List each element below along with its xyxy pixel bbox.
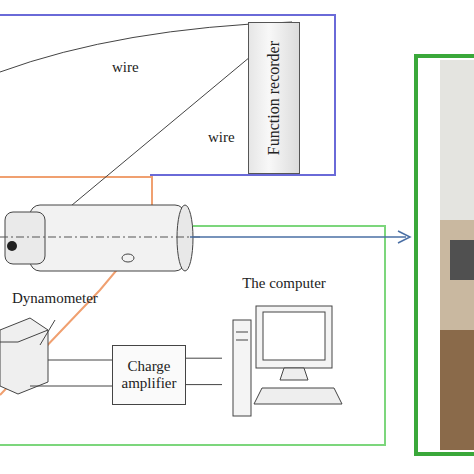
photo bbox=[440, 60, 474, 450]
spindle-mark bbox=[122, 254, 134, 262]
photo bbox=[450, 240, 474, 280]
part-name: Dynamometer bbox=[12, 291, 98, 306]
spindle bbox=[177, 205, 193, 271]
wire-label: wire bbox=[208, 130, 235, 145]
computer-symbol bbox=[222, 276, 346, 422]
recorder-box: Function recorder bbox=[248, 22, 300, 174]
signal-wire bbox=[48, 360, 112, 361]
region-outline bbox=[0, 15, 335, 175]
node-text: Function recorder bbox=[265, 41, 283, 155]
photo-frame bbox=[416, 56, 474, 454]
tool-point bbox=[7, 241, 17, 251]
center-line bbox=[0, 237, 200, 238]
wire-label: wire bbox=[112, 60, 139, 75]
leader-line bbox=[40, 320, 55, 345]
computer-node: The computer bbox=[222, 276, 346, 422]
photo bbox=[440, 60, 474, 220]
dynamometer-box bbox=[0, 318, 48, 394]
node-text: Charge amplifier bbox=[117, 358, 181, 393]
photo bbox=[440, 330, 474, 450]
spindle bbox=[5, 212, 45, 264]
spindle bbox=[30, 205, 185, 271]
pointer-arrow bbox=[398, 231, 410, 243]
pointer-arrow bbox=[190, 236, 406, 238]
signal-wire bbox=[186, 384, 222, 385]
node-text: The computer bbox=[222, 276, 346, 291]
signal-wire bbox=[186, 358, 222, 359]
amplifier-box: Charge amplifier bbox=[112, 345, 186, 405]
signal-wire bbox=[30, 386, 112, 387]
dynamometer-box bbox=[0, 330, 48, 342]
